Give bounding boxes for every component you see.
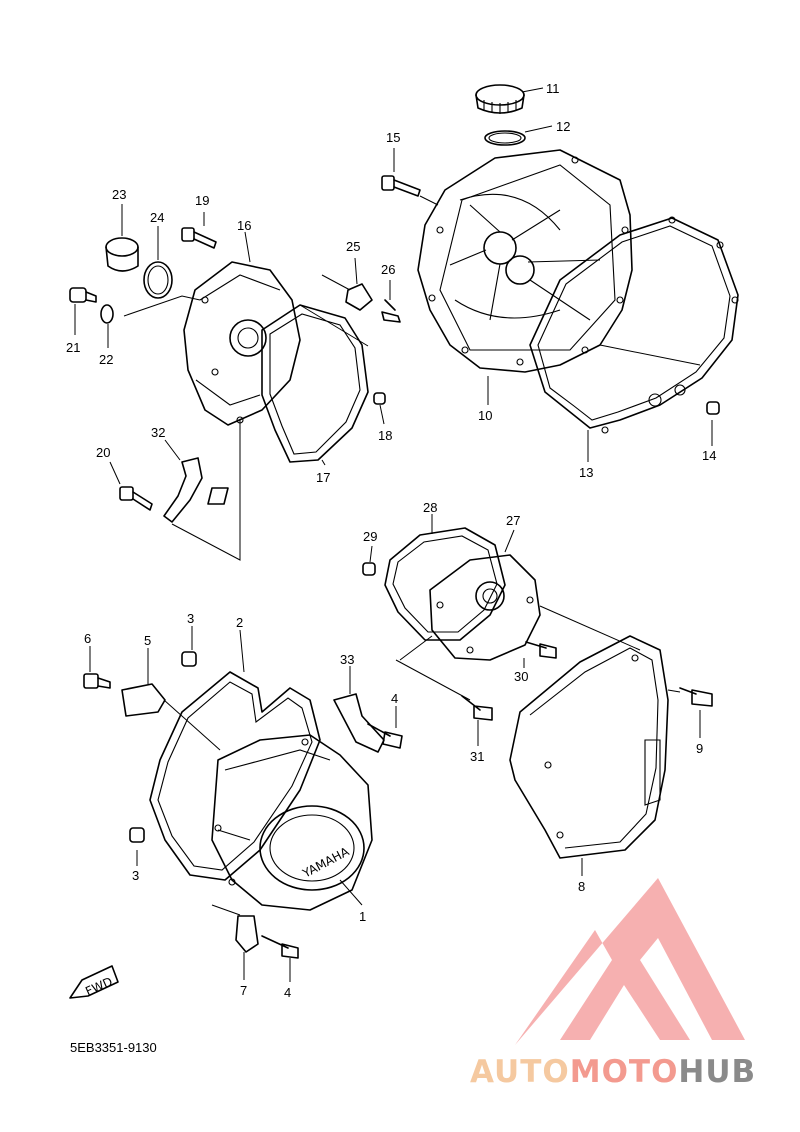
part-brand-text: YAMAHA xyxy=(299,844,352,881)
callout-7: 7 xyxy=(240,983,247,998)
callout-30: 30 xyxy=(514,669,528,684)
callout-31: 31 xyxy=(470,749,484,764)
watermark-hub: HUB xyxy=(678,1054,756,1090)
part-gasket-2 xyxy=(149,671,321,881)
part-gasket-28 xyxy=(384,527,506,641)
callout-8: 8 xyxy=(578,879,585,894)
part-gasket-17 xyxy=(261,304,369,463)
callout-22: 22 xyxy=(99,352,113,367)
callout-15: 15 xyxy=(386,130,400,145)
callout-29: 29 xyxy=(363,529,377,544)
part-bolt-6 xyxy=(83,673,111,689)
part-dowel-3b xyxy=(129,827,145,843)
callout-23: 23 xyxy=(112,187,126,202)
callout-5: 5 xyxy=(144,633,151,648)
part-bolt-15 xyxy=(381,175,421,197)
callout-6: 6 xyxy=(84,631,91,646)
part-bolt-4b xyxy=(261,935,299,959)
callout-26: 26 xyxy=(381,262,395,277)
callout-16: 16 xyxy=(237,218,251,233)
callout-19: 19 xyxy=(195,193,209,208)
callout-32: 32 xyxy=(151,425,165,440)
callout-27: 27 xyxy=(506,513,520,528)
part-dowel-29 xyxy=(362,562,376,576)
watermark-logo-mark xyxy=(515,878,745,1045)
part-oil-filler-cap xyxy=(475,84,525,114)
part-o-ring-24 xyxy=(143,261,173,299)
part-bolt-9 xyxy=(679,687,713,707)
part-plug-21 xyxy=(69,287,97,303)
part-bolt-30 xyxy=(525,641,557,659)
part-bolt-19 xyxy=(181,227,217,249)
callout-24: 24 xyxy=(150,210,164,225)
part-dowel-14 xyxy=(706,401,720,415)
part-bolt-20 xyxy=(119,486,153,511)
part-crankcase-cover-10 xyxy=(417,149,633,373)
callout-17: 17 xyxy=(316,470,330,485)
part-plate-5 xyxy=(121,683,166,717)
watermark-moto: MOTO xyxy=(570,1054,679,1090)
part-dowel-3a xyxy=(181,651,197,667)
part-plate-7 xyxy=(235,915,259,953)
part-cover-27 xyxy=(429,554,541,661)
part-plug-23 xyxy=(105,237,139,272)
callout-28: 28 xyxy=(423,500,437,515)
callout-12: 12 xyxy=(556,119,570,134)
part-bolt-26 xyxy=(381,299,401,323)
callout-25: 25 xyxy=(346,239,360,254)
part-clip-32 xyxy=(163,457,229,523)
diagram-code: 5EB3351-9130 xyxy=(70,1040,157,1055)
callout-labels: 1 2 3 3 4 4 5 6 7 8 9 10 11 12 13 14 15 … xyxy=(66,81,716,1000)
callout-20: 20 xyxy=(96,445,110,460)
callout-3-lower: 3 xyxy=(132,868,139,883)
callout-4-upper: 4 xyxy=(391,691,398,706)
part-generator-cover-1 xyxy=(211,734,373,911)
part-o-ring-12 xyxy=(484,130,526,146)
callout-4-lower: 4 xyxy=(284,985,291,1000)
callout-21: 21 xyxy=(66,340,80,355)
part-clip-25 xyxy=(345,283,373,311)
callout-33: 33 xyxy=(340,652,354,667)
callout-11: 11 xyxy=(546,81,560,96)
callout-1: 1 xyxy=(359,909,366,924)
callout-10: 10 xyxy=(478,408,492,423)
watermark-logo xyxy=(515,878,745,1045)
svg-text:AUTOMOTOHUB: AUTOMOTOHUB xyxy=(470,1054,756,1090)
callout-14: 14 xyxy=(702,448,716,463)
callout-9: 9 xyxy=(696,741,703,756)
callout-18: 18 xyxy=(378,428,392,443)
fwd-arrow-icon: FWD xyxy=(69,965,119,999)
part-bolt-31 xyxy=(461,695,493,721)
callout-2: 2 xyxy=(236,615,243,630)
part-bolt-4a xyxy=(367,723,403,749)
part-washer-22 xyxy=(100,304,114,324)
part-cover-16 xyxy=(183,261,301,426)
callout-13: 13 xyxy=(579,465,593,480)
part-dowel-18 xyxy=(373,392,386,405)
part-sprocket-cover-8 xyxy=(509,635,669,859)
part-plate-33 xyxy=(333,693,385,753)
watermark-auto: AUTO xyxy=(470,1054,570,1090)
callout-3-upper: 3 xyxy=(187,611,194,626)
watermark-wordmark: AUTOMOTOHUB xyxy=(470,1054,756,1090)
leader-lines xyxy=(74,87,713,982)
part-gasket-13 xyxy=(529,216,739,434)
